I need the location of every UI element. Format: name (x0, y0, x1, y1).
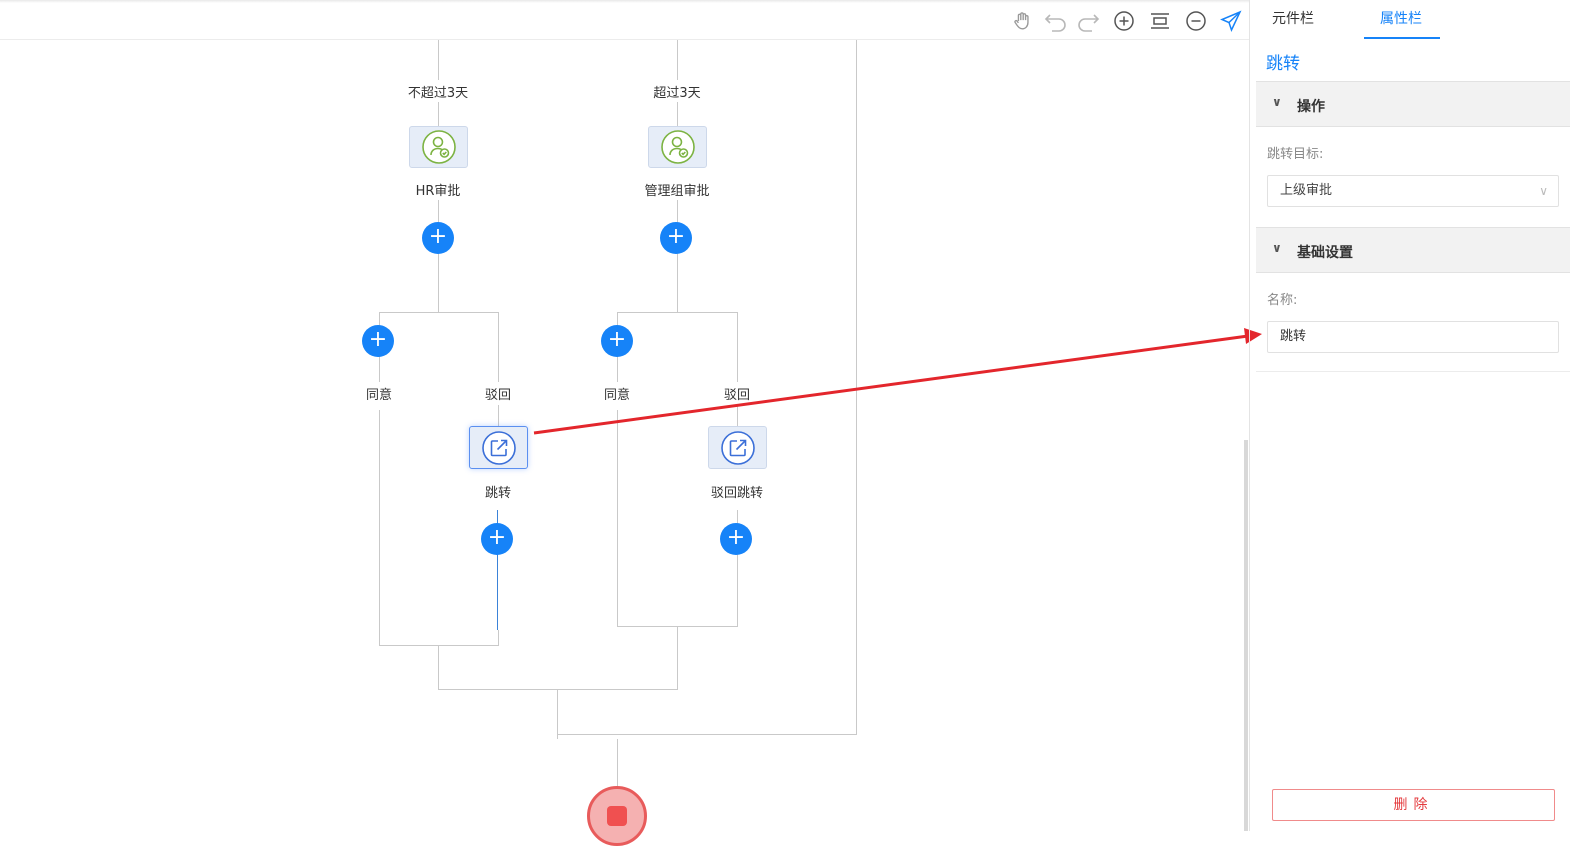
approver-node-management[interactable] (648, 126, 707, 168)
jump-icon (481, 430, 516, 465)
connector (438, 689, 678, 690)
connector (677, 102, 678, 126)
approver-label-hr: HR审批 (415, 184, 461, 199)
undo-icon[interactable] (1043, 8, 1069, 34)
active-tab-indicator (1364, 37, 1440, 39)
jump-target-label: 跳转目标: (1267, 147, 1324, 162)
jump-node-label: 跳转 (484, 486, 511, 501)
jump-node-reject[interactable] (708, 426, 767, 469)
add-node-button[interactable]: + (720, 523, 752, 555)
outcome-label-agree: 同意 (365, 388, 392, 403)
section-title: 基础设置 (1297, 245, 1353, 261)
connector (677, 40, 678, 80)
section-divider (1256, 371, 1570, 372)
outcome-label-agree: 同意 (603, 388, 630, 403)
connector (856, 40, 857, 734)
connector (557, 734, 857, 735)
name-label: 名称: (1267, 293, 1298, 308)
connector (438, 102, 439, 126)
publish-icon[interactable] (1218, 8, 1244, 34)
plus-icon: + (666, 224, 686, 249)
connector (617, 410, 618, 626)
connector (438, 645, 439, 690)
connector (379, 645, 499, 646)
jump-node-selected[interactable] (469, 426, 528, 469)
outcome-label-reject: 驳回 (484, 388, 511, 403)
add-node-button[interactable]: + (481, 523, 513, 555)
chevron-down-icon: ∨ (1272, 95, 1282, 109)
section-basic-header[interactable]: ∨ 基础设置 (1256, 227, 1570, 273)
user-approve-icon (421, 130, 456, 164)
panel-title: 跳转 (1266, 54, 1300, 74)
connector (677, 200, 678, 312)
condition-label-left: 不超过3天 (407, 86, 469, 101)
fit-icon[interactable] (1147, 8, 1173, 34)
plus-icon: + (607, 327, 627, 352)
approver-label-management: 管理组审批 (644, 184, 710, 199)
redo-icon[interactable] (1075, 8, 1101, 34)
connector (737, 405, 738, 426)
outcome-label-reject: 驳回 (723, 388, 750, 403)
jump-node-label: 驳回跳转 (710, 486, 763, 501)
connector (379, 410, 380, 645)
jump-target-select[interactable]: 上级审批 ∨ (1267, 175, 1559, 207)
connector (498, 312, 499, 382)
section-title: 操作 (1297, 99, 1325, 115)
connector (737, 312, 738, 382)
connector (617, 312, 737, 313)
add-node-button[interactable]: + (362, 325, 394, 357)
plus-icon: + (428, 224, 448, 249)
plus-icon: + (487, 525, 507, 550)
tab-properties[interactable]: 属性栏 (1380, 11, 1422, 27)
add-node-button[interactable]: + (422, 222, 454, 254)
connector-active (497, 510, 498, 630)
delete-button[interactable]: 删除 (1272, 789, 1555, 821)
tab-components[interactable]: 元件栏 (1272, 11, 1314, 27)
add-node-button[interactable]: + (660, 222, 692, 254)
zoom-out-icon[interactable] (1183, 8, 1209, 34)
user-approve-icon (660, 130, 695, 164)
jump-icon (720, 430, 755, 465)
chevron-down-icon: ∨ (1272, 241, 1282, 255)
connector (379, 312, 498, 313)
connector (677, 626, 678, 690)
top-shadow (0, 0, 1250, 3)
hand-icon[interactable] (1010, 8, 1036, 34)
connector (498, 630, 499, 645)
stop-icon (607, 806, 627, 826)
jump-target-value: 上级审批 (1280, 183, 1333, 198)
plus-icon: + (726, 525, 746, 550)
connector (438, 200, 439, 312)
connector (498, 405, 499, 426)
resize-handle[interactable] (1244, 440, 1248, 831)
connector (617, 739, 618, 787)
section-operation-header[interactable]: ∨ 操作 (1256, 81, 1570, 127)
connector (737, 510, 738, 626)
connector (557, 689, 558, 739)
toolbar-divider (0, 39, 1250, 40)
zoom-in-icon[interactable] (1111, 8, 1137, 34)
connector (438, 40, 439, 80)
name-input[interactable]: 跳转 (1267, 321, 1559, 353)
plus-icon: + (368, 327, 388, 352)
approver-node-hr[interactable] (409, 126, 468, 168)
condition-label-right: 超过3天 (653, 86, 701, 101)
chevron-down-icon: ∨ (1539, 184, 1548, 198)
add-node-button[interactable]: + (601, 325, 633, 357)
panel-divider (1249, 0, 1250, 831)
